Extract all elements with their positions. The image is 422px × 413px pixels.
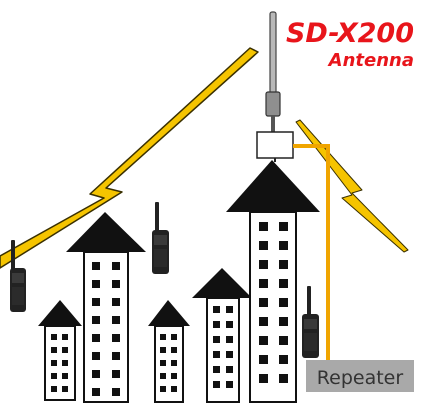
repeater-label: Repeater <box>317 367 404 389</box>
building-icon-1 <box>38 300 82 401</box>
repeater-box-icon: Repeater <box>306 360 414 392</box>
product-subtitle: Antenna <box>327 50 414 71</box>
building-icon-2 <box>66 212 146 403</box>
lightning-bolt-icon-left <box>0 47 259 269</box>
product-model: SD-X200 <box>286 18 414 49</box>
walkie-talkie-icon-3 <box>302 286 319 358</box>
antenna-icon <box>265 11 281 132</box>
building-icon-5 <box>226 160 320 403</box>
building-icon-4 <box>192 268 252 403</box>
junction-box <box>256 131 294 162</box>
lightning-bolt-icon-right <box>295 119 409 253</box>
building-icon-3 <box>148 300 190 403</box>
walkie-talkie-icon-1 <box>10 240 26 312</box>
antenna-cable <box>293 144 330 362</box>
walkie-talkie-icon-2 <box>152 202 169 274</box>
